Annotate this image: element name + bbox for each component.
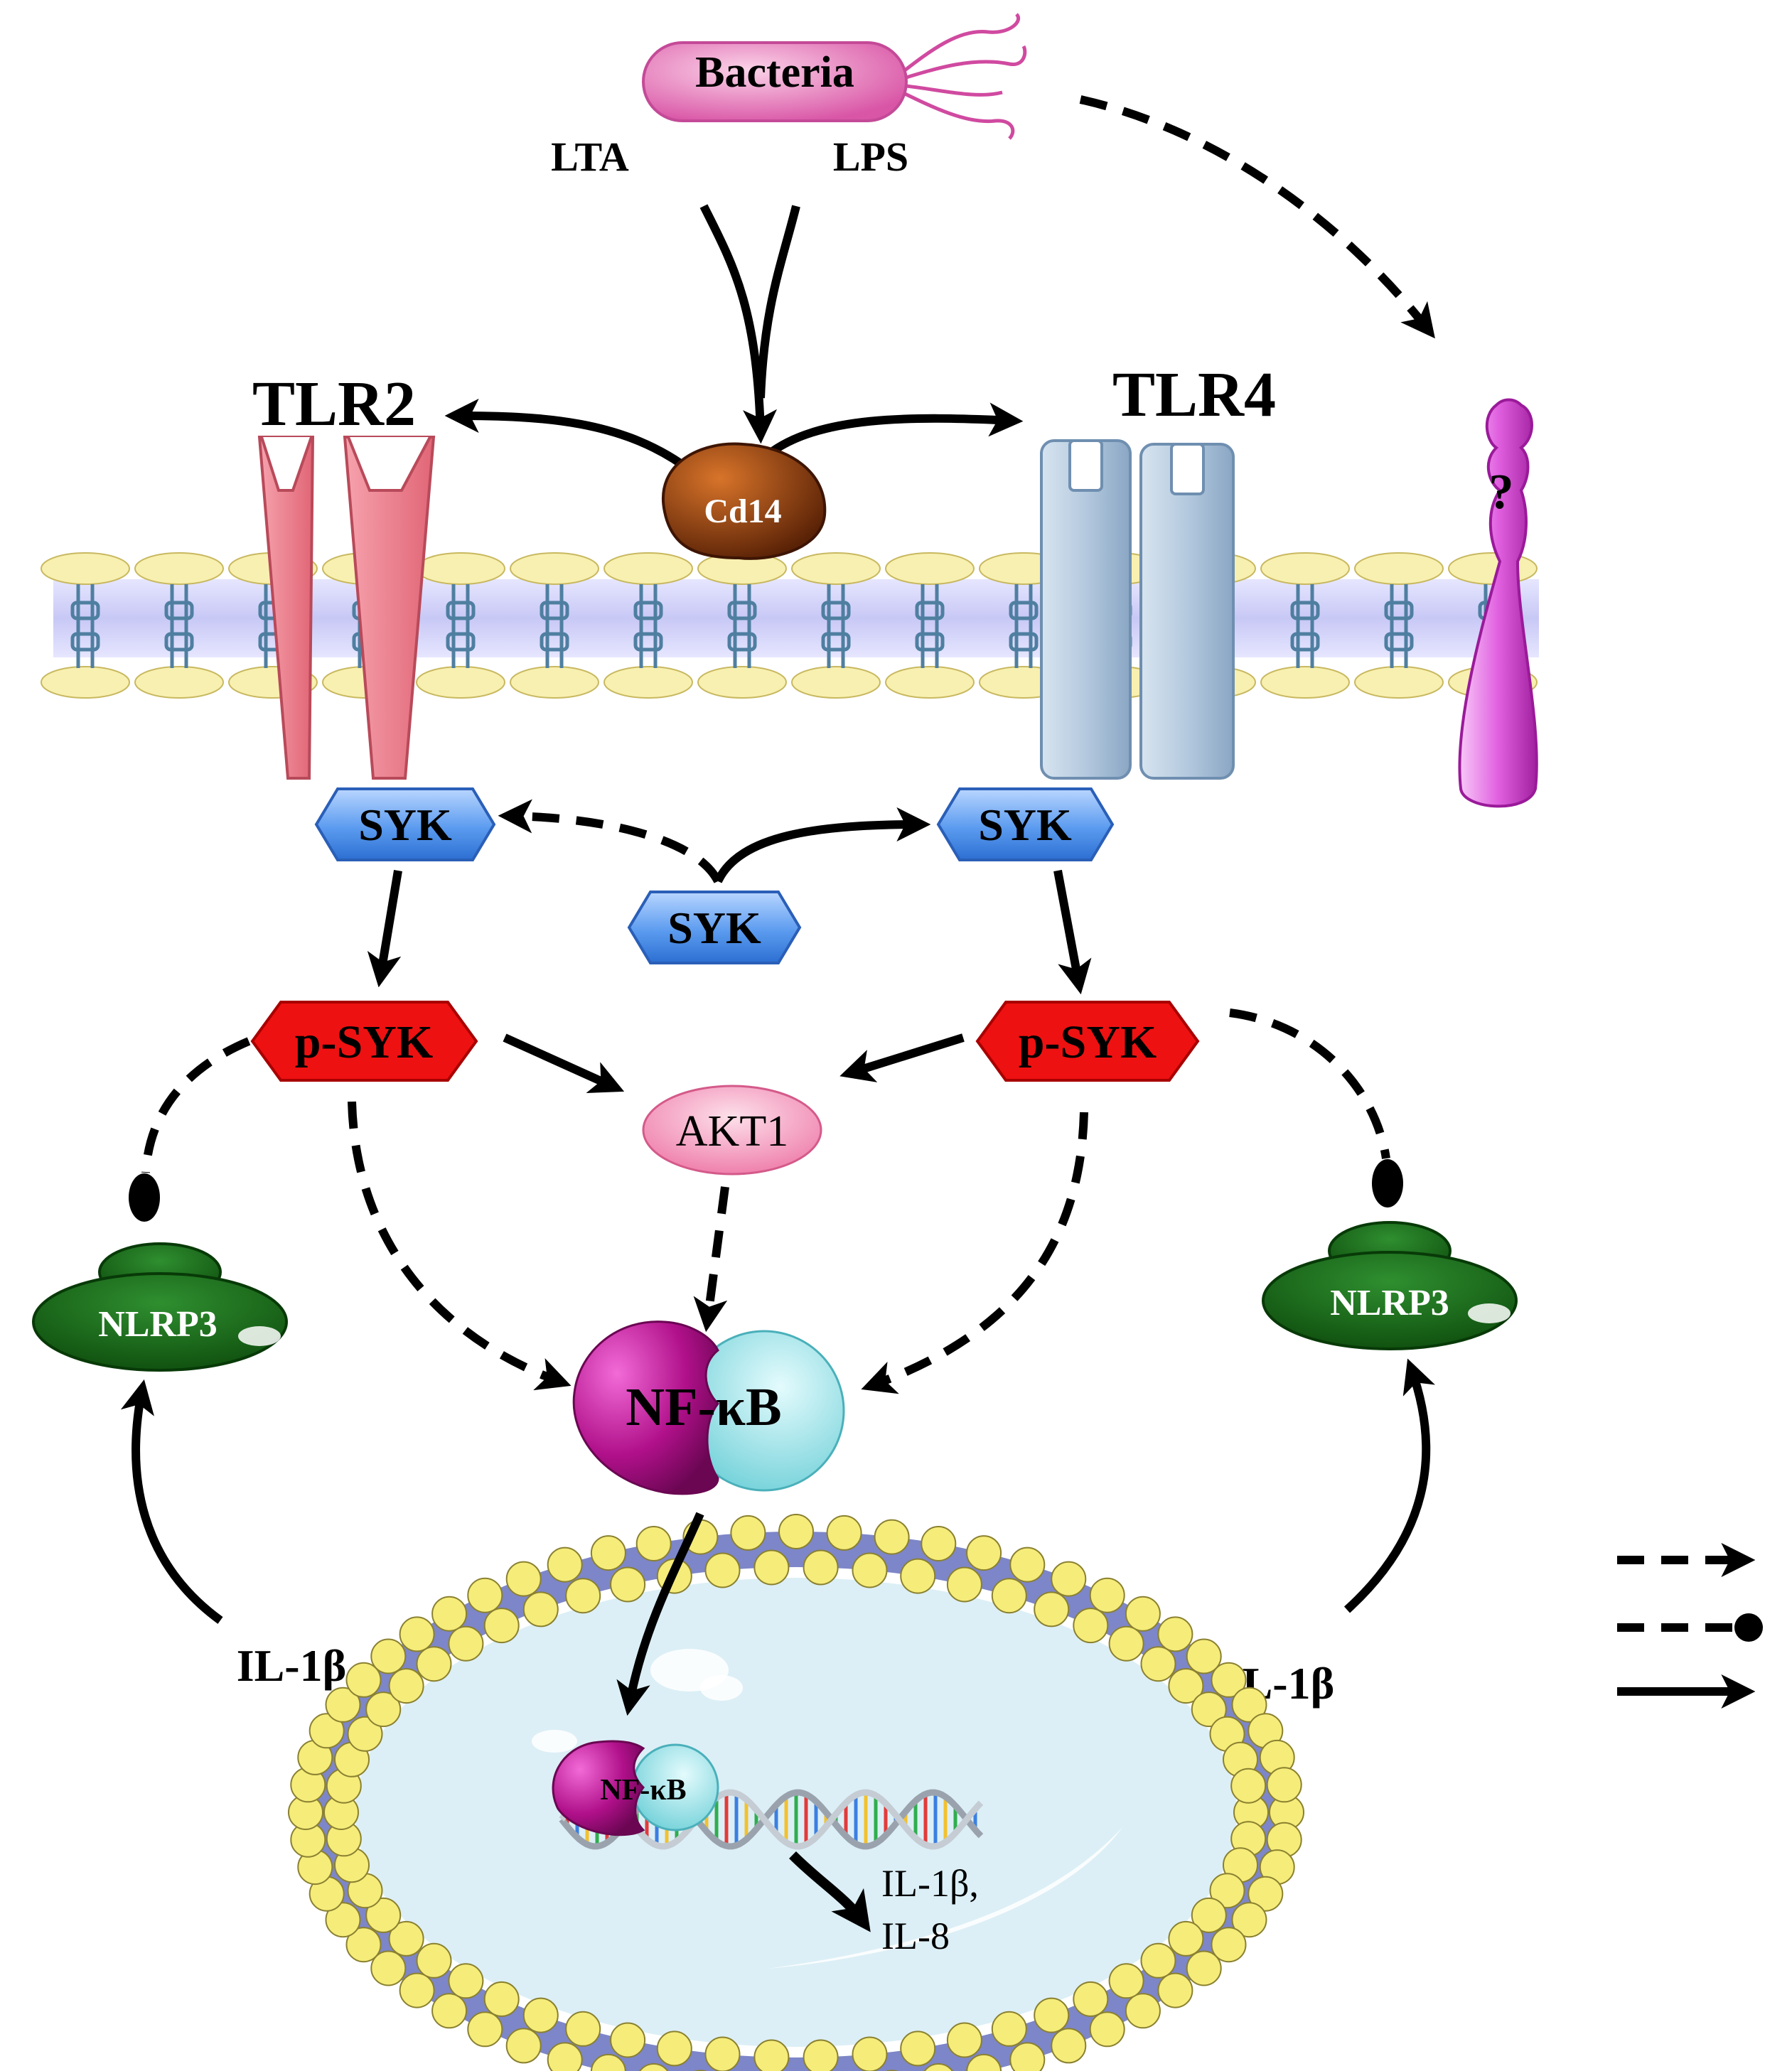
bacteria-label: Bacteria (695, 48, 854, 97)
lps-label: LPS (833, 134, 908, 180)
legend (1617, 1543, 1763, 1709)
nfkb-label: NF-κB (626, 1377, 782, 1437)
lta-to-cd14-arrow (699, 204, 778, 444)
nfkb-nuclear-label: NF-κB (600, 1774, 686, 1807)
il1b-right-to-nlrp3-arrow (1343, 1358, 1435, 1613)
akt1-to-nfkb-arrow (693, 1186, 729, 1333)
nlrp3-right-label: NLRP3 (1330, 1283, 1449, 1323)
nfkb-complex-icon (572, 1320, 845, 1495)
cell-membrane (41, 552, 1539, 699)
nlrp3-left-node (32, 1242, 288, 1372)
psyk-right-to-nfkb-arrow (861, 1112, 1088, 1394)
syk-center-node (627, 891, 802, 964)
tlr2-label: TLR2 (252, 369, 416, 439)
syk-left-label: SYK (358, 800, 452, 850)
psyk-right-label: p-SYK (1019, 1016, 1157, 1068)
syk-right-node (936, 787, 1115, 861)
nucleus-envelope-beads (288, 1514, 1304, 2071)
il1b-left-label: IL-1β (237, 1640, 347, 1691)
psyk-left-inhibit-end-icon (129, 1173, 160, 1222)
bacteria-cell: Bacteria (642, 13, 1027, 140)
membrane-linkers (70, 584, 1508, 668)
lta-label: LTA (551, 134, 629, 180)
psyk-right-to-akt1-arrow (839, 1033, 965, 1082)
syk-center-to-right-arrow (714, 807, 931, 883)
lps-to-cd14-line (756, 205, 800, 399)
psyk-left-node (250, 1001, 478, 1082)
legend-inhibit-end-icon (1734, 1613, 1763, 1642)
nfkb-to-nucleus-arrow (616, 1512, 704, 1716)
il1b-left-to-nlrp3-arrow (120, 1379, 223, 1624)
legend-dashed-inhibit (1617, 1613, 1763, 1642)
cd14-to-tlr4-arrow (765, 402, 1024, 458)
syk-left-to-psyk-arrow (367, 870, 402, 988)
cd14-protein-icon (662, 442, 827, 560)
psyk-right-node (975, 1001, 1200, 1082)
unknown-receptor-label: ? (1489, 465, 1514, 520)
syk-center-label: SYK (667, 903, 761, 953)
psyk-left-label: p-SYK (295, 1016, 433, 1068)
tlr4-label: TLR4 (1112, 360, 1276, 430)
akt1-node (642, 1085, 822, 1176)
psyk-left-inhibits-nlrp3-line (141, 1037, 251, 1173)
transcription-arrow (789, 1851, 871, 1932)
psyk-right-inhibits-nlrp3-line (1229, 1008, 1390, 1159)
unknown-receptor-icon (1458, 398, 1538, 808)
cd14-label: Cd14 (704, 493, 781, 530)
psyk-left-to-nfkb-arrow (348, 1101, 572, 1391)
bacteria-to-receptor-arrow (1079, 95, 1435, 339)
cd14-to-tlr2-arrow (444, 399, 696, 476)
tlr2-receptor-icon (257, 436, 436, 780)
psyk-right-inhibit-end-icon (1372, 1159, 1403, 1207)
tlr4-receptor-icon (1040, 439, 1235, 780)
nfkb-nuclear-icon (552, 1740, 719, 1836)
nlrp3-left-label: NLRP3 (98, 1304, 218, 1345)
bacteria-body-icon (642, 41, 908, 122)
syk-right-to-psyk-arrow (1053, 869, 1092, 995)
syk-right-label: SYK (978, 800, 1072, 850)
bacteria-flagella-icon (898, 13, 1027, 140)
syk-left-node (314, 787, 496, 861)
syk-center-to-left-arrow (498, 799, 722, 883)
product-il8-label: IL-8 (881, 1915, 950, 1957)
product-il1b-label: IL-1β, (881, 1862, 979, 1905)
psyk-left-to-akt1-arrow (503, 1033, 625, 1094)
akt1-label: AKT1 (676, 1107, 788, 1156)
nlrp3-right-node (1262, 1221, 1518, 1350)
